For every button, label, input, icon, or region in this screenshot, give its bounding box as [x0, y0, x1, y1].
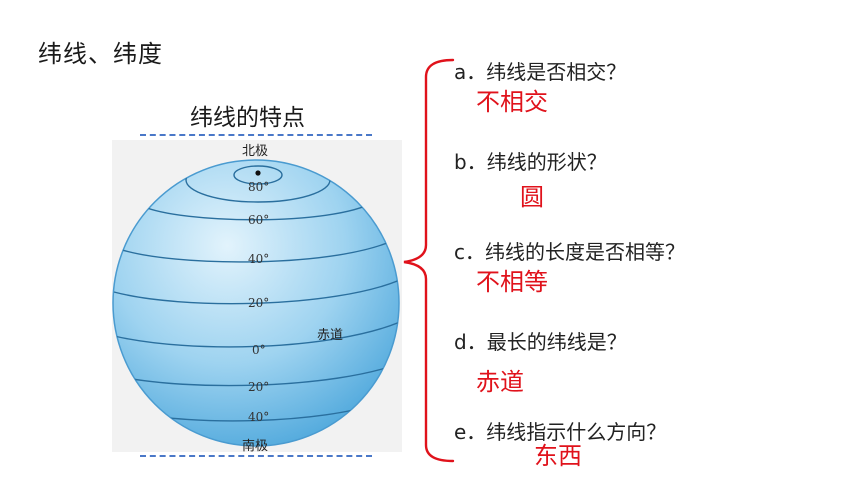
slide-title: 纬线、纬度 [38, 40, 163, 68]
answer-b: 圆 [520, 183, 544, 211]
lat-label-80: 80° [248, 180, 269, 194]
lat-label-20s: 20° [248, 380, 269, 394]
question-a: a．纬线是否相交？ [454, 60, 627, 84]
question-e: e．纬线指示什么方向？ [454, 420, 667, 444]
lat-label-60: 60° [248, 213, 269, 227]
latitude-20n-line [113, 279, 399, 305]
top-dashed-line [140, 134, 372, 136]
equator-label: 赤道 [317, 327, 343, 342]
north-pole-dot [255, 170, 261, 176]
lat-label-20n: 20° [248, 296, 269, 310]
bottom-dashed-line [140, 455, 372, 457]
question-d: d．最长的纬线是？ [454, 330, 627, 354]
equator-line [113, 321, 399, 348]
lat-label-0: 0° [252, 343, 266, 357]
globe-diagram: 北极 南极 赤道 80° 60° 40° 20° 0° 20° 40° [112, 143, 400, 452]
latitude-20s-line [115, 363, 399, 387]
answer-d: 赤道 [476, 368, 524, 396]
north-pole-label: 北极 [242, 143, 268, 158]
curly-bracket [403, 58, 455, 463]
answer-e: 东西 [534, 442, 582, 470]
latitude-40-line [115, 237, 399, 263]
latitude-60-line [141, 201, 375, 221]
question-c: c．纬线的长度是否相等？ [454, 240, 685, 264]
diagram-subtitle: 纬线的特点 [190, 105, 305, 131]
lat-label-40n: 40° [248, 252, 269, 266]
south-pole-label: 南极 [242, 438, 268, 452]
answer-c: 不相等 [476, 268, 548, 296]
lat-label-40s: 40° [248, 410, 269, 424]
question-b: b．纬线的形状？ [454, 150, 607, 174]
answer-a: 不相交 [476, 88, 548, 116]
latitude-80-line [233, 165, 283, 185]
